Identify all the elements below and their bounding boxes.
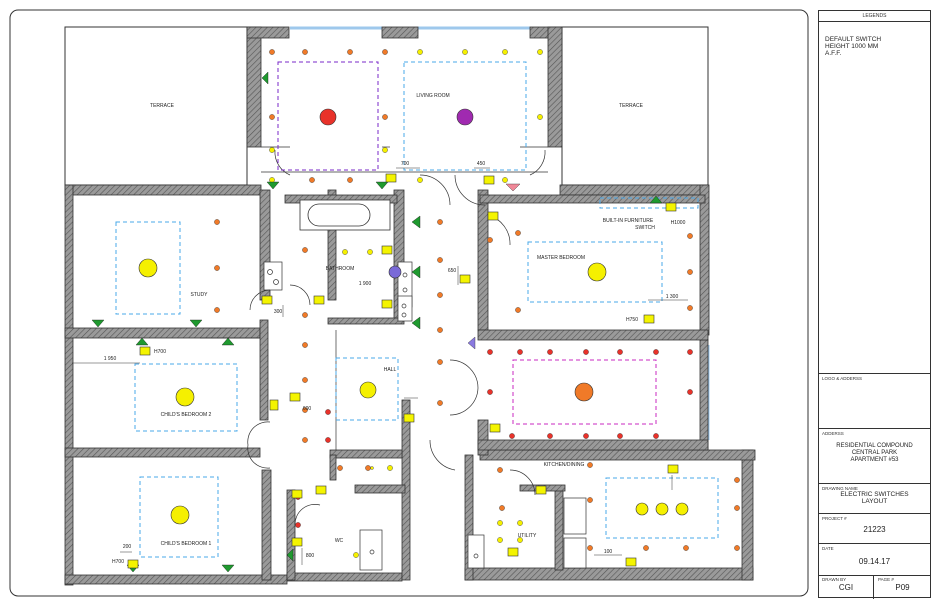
bathtub: [299, 199, 391, 231]
legends-section: LEGENDS DEFAULT SWITCH HEIGHT 1000 MM A.…: [819, 11, 930, 374]
date-value: 09.14.17: [858, 557, 891, 566]
dim-1300: 1 300: [666, 294, 679, 300]
room-label-living: LIVING ROOM: [416, 93, 449, 99]
note-furniture: BUILT-IN FURNITURE: [603, 218, 654, 224]
room-label-terrace-left: TERRACE: [150, 103, 175, 109]
lighting-zones: [115, 61, 719, 558]
dim-1900: 1 900: [359, 281, 372, 287]
address-label: ADDERSS: [822, 431, 844, 436]
dim-100: 100: [604, 549, 613, 555]
walls: [64, 26, 756, 586]
room-label-master: MASTER BEDROOM: [537, 255, 585, 261]
date-label: DATE: [822, 546, 834, 551]
height-h700-b: H700: [112, 559, 124, 565]
terrace-right: [561, 26, 709, 186]
room-label-child2: CHILD'S BEDROOM 2: [161, 412, 212, 418]
terrace-left: [64, 26, 248, 186]
drawn-by-value: CGI: [838, 583, 854, 592]
room-label-utility: UTILITY: [518, 533, 537, 539]
ceiling-lights: [138, 108, 689, 525]
drawing-frame: [9, 9, 809, 597]
room-label-bathroom: BATHROOM: [326, 266, 355, 272]
drawing-name-section: DRAWING NAME ELECTRIC SWITCHES LAYOUT: [819, 484, 930, 514]
room-label-terrace-right: TERRACE: [619, 103, 644, 109]
page-label: PAGE #: [878, 577, 894, 582]
logo-section: LOGO & ADDERSS: [819, 374, 930, 429]
dim-700: 700: [401, 161, 410, 167]
drawn-by-section: DRAWN BY CGI: [819, 576, 874, 599]
drawing-name-line-1: ELECTRIC SWITCHES: [840, 491, 909, 498]
date-section: DATE 09.14.17: [819, 544, 930, 576]
height-h1000: H1000: [671, 220, 686, 226]
logo-label: LOGO & ADDERSS: [822, 376, 863, 381]
drawing-name-label: DRAWING NAME: [822, 486, 858, 491]
doors: [247, 149, 546, 526]
switch-triangle-violet: [467, 336, 476, 350]
room-label-child1: CHILD'S BEDROOM 1: [161, 541, 212, 547]
interior-lines: [200, 146, 548, 450]
address-line-1: RESIDENTIAL COMPOUND: [836, 443, 913, 449]
room-label-wc: WC: [335, 538, 344, 544]
switch-triangle-pink: [505, 183, 521, 192]
dim-600: 600: [303, 406, 312, 412]
dim-450: 450: [477, 161, 486, 167]
sinks: [263, 261, 587, 571]
title-block: LEGENDS DEFAULT SWITCH HEIGHT 1000 MM A.…: [818, 10, 931, 599]
address-line-2: CENTRAL PARK: [851, 450, 898, 456]
drawing-name-line-2: LAYOUT: [861, 498, 888, 505]
height-h700-a: H700: [154, 349, 166, 355]
dim-650: 650: [448, 268, 457, 274]
switch-boxes: [127, 173, 679, 569]
dim-1950: 1 950: [104, 356, 117, 362]
legend-note: DEFAULT SWITCH HEIGHT 1000 MM A.F.F.: [825, 36, 882, 57]
room-label-study: STUDY: [191, 292, 209, 298]
note-furniture-switch: SWITCH: [635, 225, 655, 231]
address-line-3: APARTMENT #53: [850, 457, 899, 463]
room-label-hall: HALL: [384, 367, 397, 373]
address-section: ADDERSS RESIDENTIAL COMPOUND CENTRAL PAR…: [819, 429, 930, 484]
downlights: [214, 49, 740, 558]
page-section: PAGE # P09: [875, 576, 930, 599]
page-value: P09: [895, 583, 910, 592]
room-label-kitchen: KITCHEN/DINING: [544, 462, 585, 468]
project-label: PROJECT #: [822, 516, 847, 521]
project-value: 21223: [863, 525, 886, 534]
drawn-by-label: DRAWN BY: [822, 577, 847, 582]
legends-header: LEGENDS: [819, 11, 930, 22]
project-section: PROJECT # 21223: [819, 514, 930, 544]
height-h750: H750: [626, 317, 638, 323]
dimension-lines: [72, 167, 688, 565]
dim-800: 800: [306, 553, 315, 559]
dim-200: 200: [123, 544, 132, 550]
dim-300: 300: [274, 309, 283, 315]
